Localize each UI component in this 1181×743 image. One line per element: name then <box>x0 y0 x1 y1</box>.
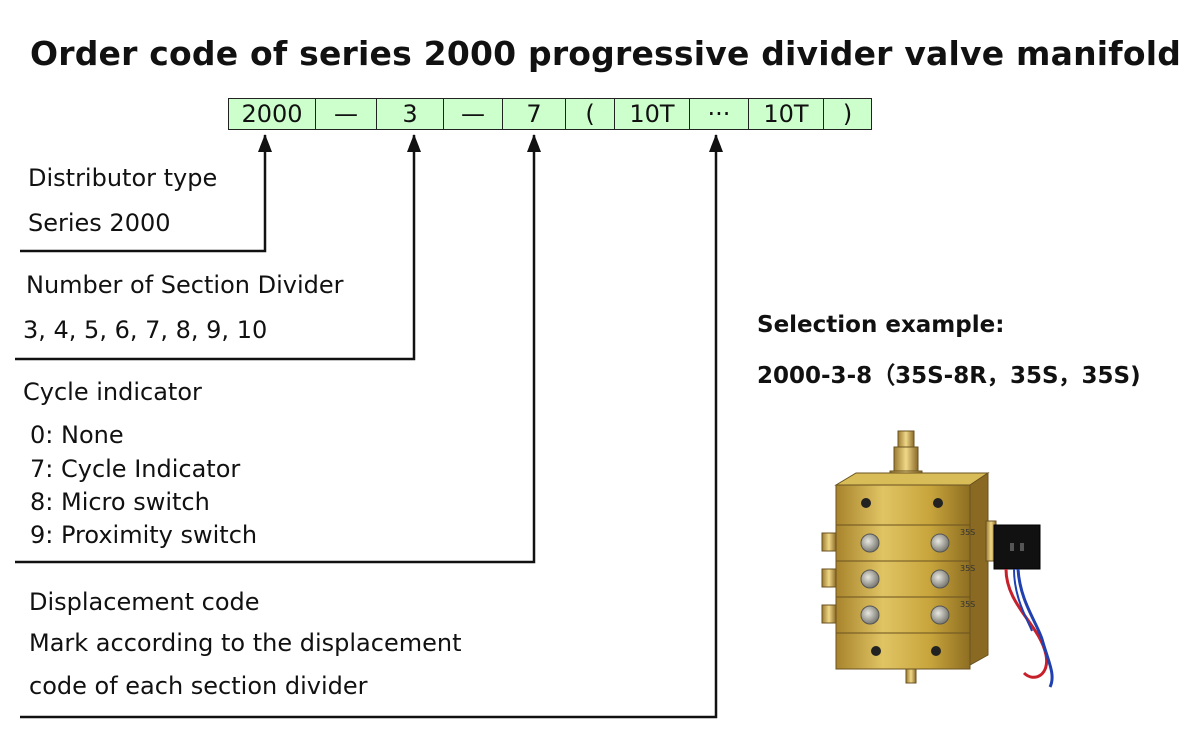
arrowhead-sections <box>407 134 421 152</box>
cycle-option-none: 0: None <box>30 421 124 449</box>
bottom-block <box>835 632 971 684</box>
arrow-distributor-type <box>20 135 270 253</box>
arrowhead-distributor <box>258 134 272 152</box>
code-cell-ellipsis: ··· <box>689 98 749 130</box>
code-cell-displacement-last: 10T <box>748 98 824 130</box>
section-2-label: 35S <box>960 564 975 573</box>
section-1-label: 35S <box>960 528 975 537</box>
code-cell-close-paren: ) <box>823 98 872 130</box>
code-cell-indicator: 7 <box>502 98 566 130</box>
arrow-section-count <box>15 135 419 361</box>
selection-example-value: 2000-3-8（35S-8R，35S，35S) <box>757 363 1141 389</box>
valve-section-3: 35S <box>821 596 975 634</box>
order-code-bar: 2000 — 3 — 7 ( 10T ··· 10T ) <box>228 98 872 130</box>
code-cell-dash-2: — <box>443 98 503 130</box>
distributor-type-label: Distributor type <box>28 164 218 192</box>
section-count-values: 3, 4, 5, 6, 7, 8, 9, 10 <box>23 316 268 344</box>
valve-section-2: 35S <box>821 560 975 598</box>
code-cell-sections: 3 <box>376 98 444 130</box>
displacement-code-desc-1: Mark according to the displacement <box>29 629 462 657</box>
divider-valve-photo: 35S 35S 35S <box>821 430 1054 688</box>
section-3-label: 35S <box>960 600 975 609</box>
distributor-type-value: Series 2000 <box>28 209 171 237</box>
page-title: Order code of series 2000 progressive di… <box>30 34 1181 73</box>
arrow-displacement-code <box>20 135 721 719</box>
cycle-option-proximity: 9: Proximity switch <box>30 521 258 549</box>
cycle-option-indicator: 7: Cycle Indicator <box>30 455 241 483</box>
selection-example-label: Selection example: <box>757 312 1005 338</box>
code-cell-open-paren: ( <box>565 98 615 130</box>
displacement-code-desc-2: code of each section divider <box>29 672 368 700</box>
displacement-code-label: Displacement code <box>29 588 260 616</box>
code-cell-series: 2000 <box>228 98 316 130</box>
proximity-switch-connector <box>985 520 1054 688</box>
code-cell-displacement-first: 10T <box>614 98 690 130</box>
section-count-label: Number of Section Divider <box>26 271 344 299</box>
valve-section-1: 35S <box>821 524 975 562</box>
cycle-indicator-label: Cycle indicator <box>23 378 202 406</box>
arrowhead-indicator <box>527 134 541 152</box>
arrowhead-displacement <box>709 134 723 152</box>
cycle-option-micro: 8: Micro switch <box>30 488 210 516</box>
arrow-cycle-indicator <box>15 135 539 564</box>
